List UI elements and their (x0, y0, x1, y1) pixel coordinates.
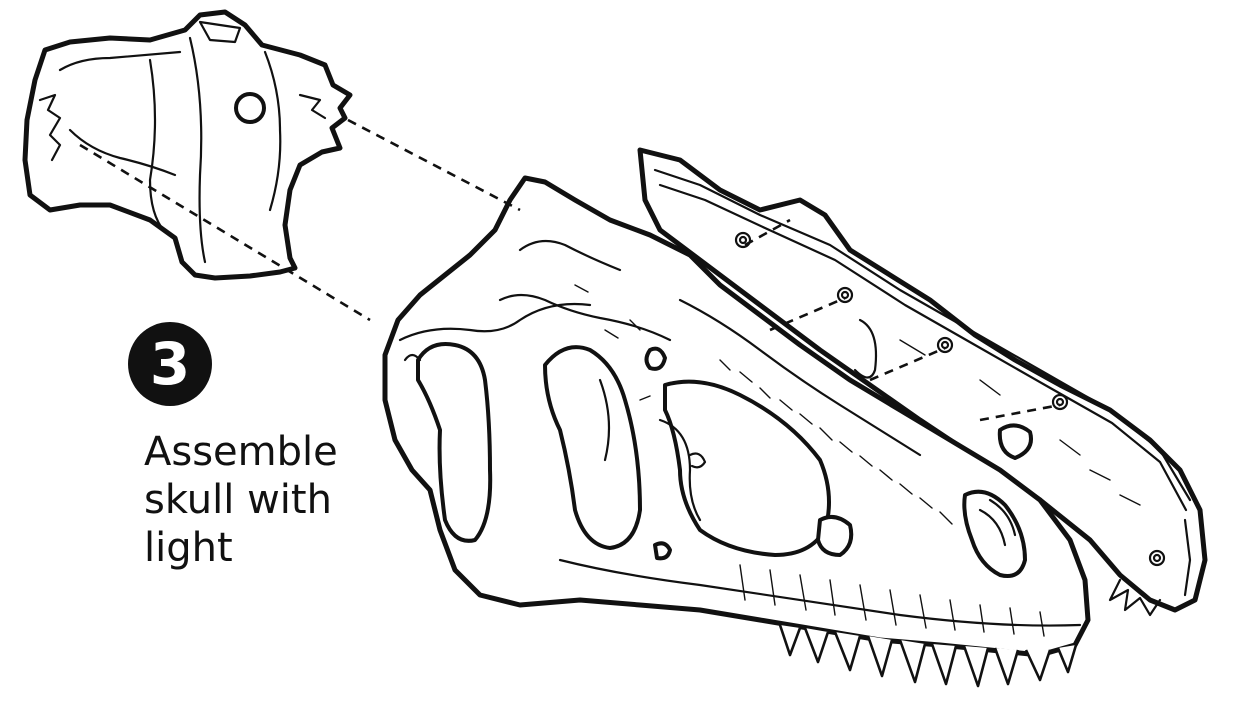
step-number-badge: 3 (128, 322, 212, 406)
step-number: 3 (150, 335, 190, 393)
light-module (25, 12, 350, 278)
step-instruction-line-2: skull with (144, 476, 364, 524)
step-instruction: Assemble skull with light (144, 428, 364, 572)
step-instruction-line-1: Assemble (144, 428, 364, 476)
step-instruction-line-3: light (144, 524, 364, 572)
